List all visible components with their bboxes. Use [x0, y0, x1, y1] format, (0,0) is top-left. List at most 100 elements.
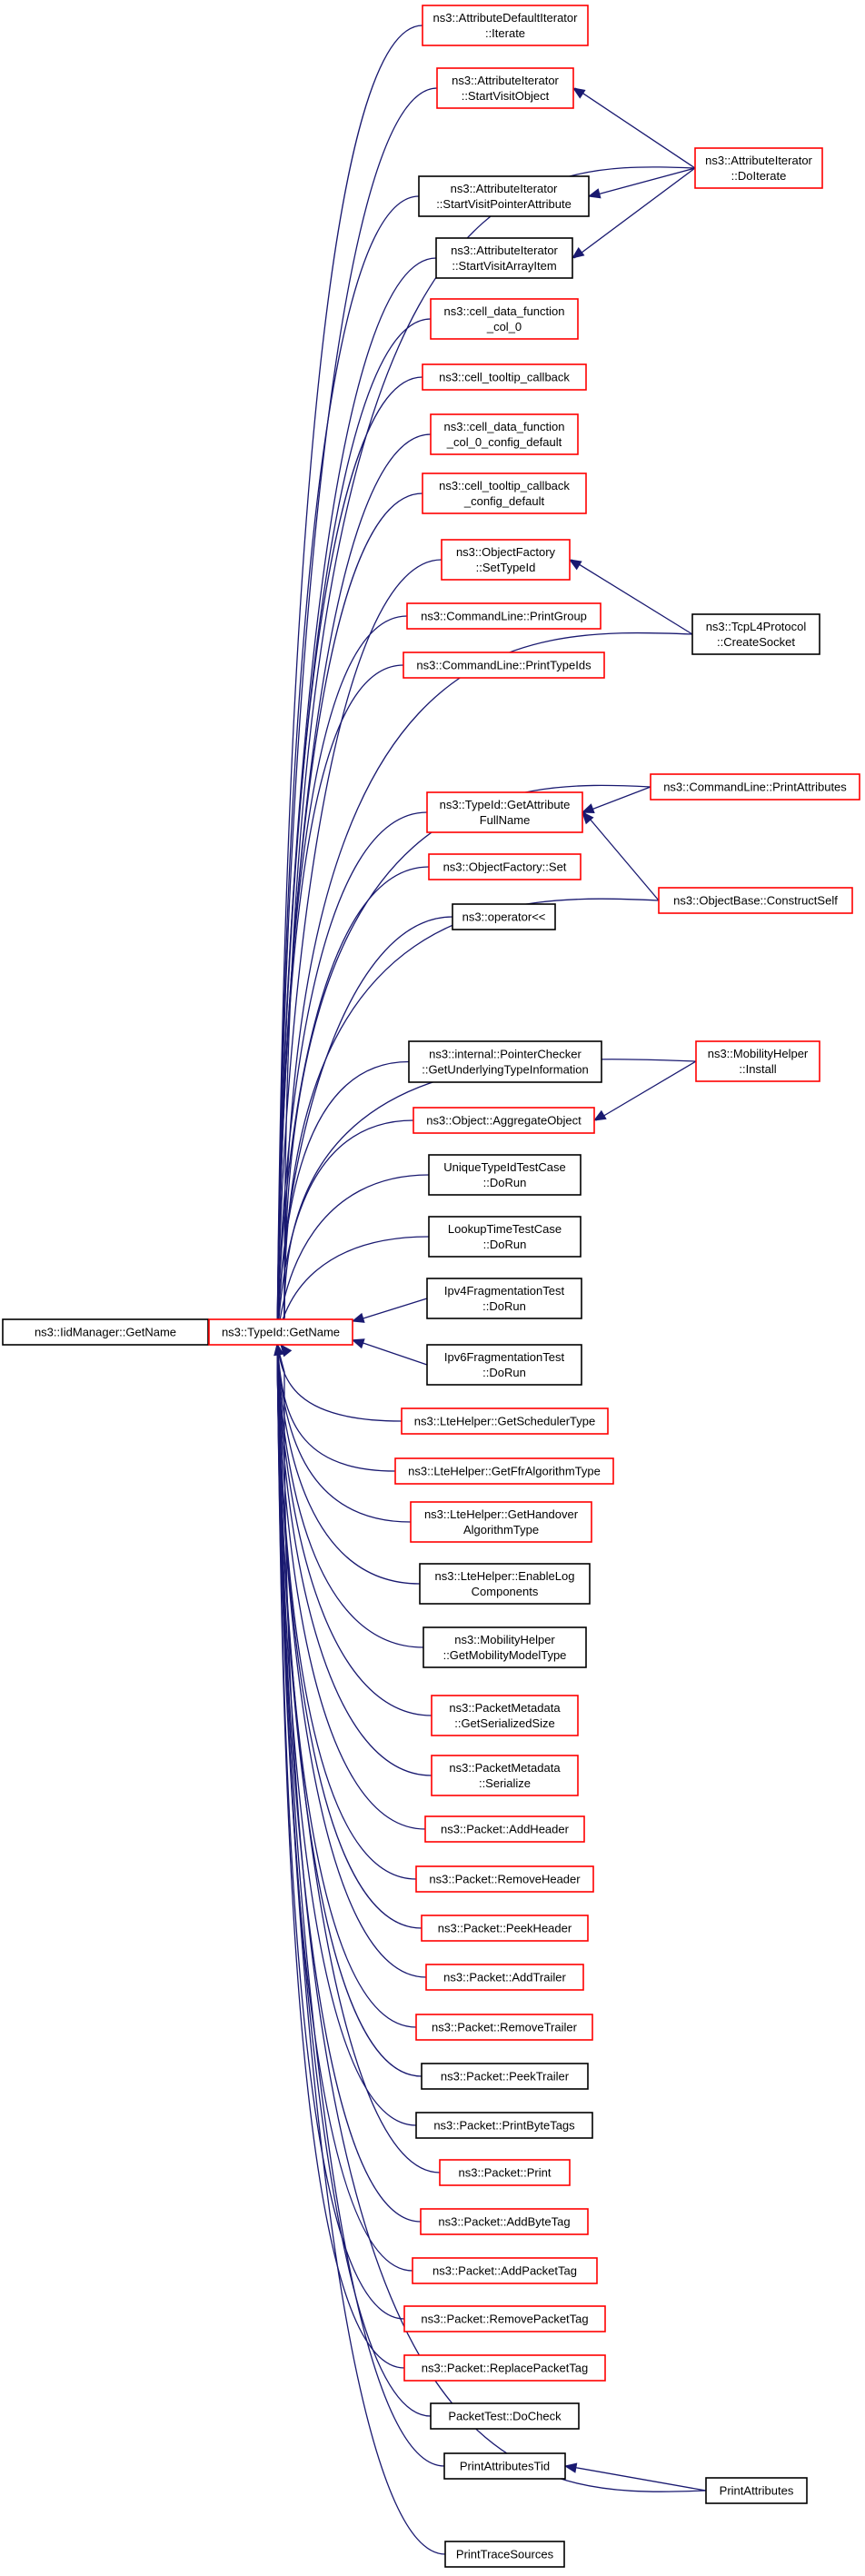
node-label: UniqueTypeIdTestCase [443, 1160, 565, 1174]
node-ipv4frag[interactable]: Ipv4FragmentationTest::DoRun [426, 1278, 582, 1319]
edge-ai-doiterate-to-ai-startvisitarray-head [571, 246, 585, 259]
node-objfactory-set[interactable]: ns3::ObjectFactory::Set [428, 853, 582, 880]
node-label: ::DoRun [482, 1366, 526, 1379]
node-pkt-removetrailer[interactable]: ns3::Packet::RemoveTrailer [415, 2014, 593, 2041]
node-label: ns3::ObjectFactory::Set [443, 860, 567, 874]
node-pointerchecker[interactable]: ns3::internal::PointerChecker::GetUnderl… [408, 1040, 602, 1083]
node-packettest-docheck[interactable]: PacketTest::DoCheck [430, 2402, 580, 2430]
node-ai-startvisitpointer[interactable]: ns3::AttributeIterator::StartVisitPointe… [418, 175, 590, 217]
node-lte-scheduler[interactable]: ns3::LteHelper::GetSchedulerType [401, 1407, 609, 1435]
node-pkt-replacepackettag[interactable]: ns3::Packet::ReplacePacketTag [403, 2354, 606, 2382]
node-pkt-addtrailer[interactable]: ns3::Packet::AddTrailer [425, 1964, 584, 1991]
node-typeid-getname[interactable]: ns3::TypeId::GetName [208, 1318, 353, 1346]
edge-pkt-replacepackettag-to-typeid-getname [276, 1344, 405, 2369]
node-pkt-addheader[interactable]: ns3::Packet::AddHeader [424, 1815, 585, 1843]
node-box [423, 1626, 587, 1668]
node-box [415, 2112, 593, 2139]
node-label: ns3::Packet::ReplacePacketTag [422, 2362, 589, 2375]
node-pkt-removeheader[interactable]: ns3::Packet::RemoveHeader [415, 1865, 594, 1893]
node-cell-data-col0-cfg[interactable]: ns3::cell_data_function_col_0_config_def… [430, 413, 579, 455]
node-pm-serializedsize[interactable]: ns3::PacketMetadata::GetSerializedSize [431, 1695, 579, 1736]
node-objectbase-constructself[interactable]: ns3::ObjectBase::ConstructSelf [658, 887, 853, 914]
edge-objectbase-constructself-to-typeid-getattrfull [583, 811, 660, 901]
node-label: ns3::Packet::AddPacketTag [432, 2264, 577, 2278]
node-printattributes[interactable]: PrintAttributes [705, 2477, 808, 2504]
node-label: ::GetMobilityModelType [443, 1648, 567, 1662]
node-pkt-addbytetag[interactable]: ns3::Packet::AddByteTag [420, 2208, 589, 2235]
node-label: ns3::AttributeIterator [452, 74, 559, 87]
edge-ipv4frag-to-typeid-getname-head [351, 1312, 365, 1323]
edge-objectbase-constructself-to-typeid-getname [276, 898, 660, 1346]
edge-ai-doiterate-to-ai-startvisitpointer-head [587, 188, 602, 199]
node-box [431, 1695, 579, 1736]
node-ai-doiterate[interactable]: ns3::AttributeIterator::DoIterate [694, 147, 823, 189]
node-ipv6frag[interactable]: Ipv6FragmentationTest::DoRun [426, 1344, 582, 1386]
node-label: ::StartVisitArrayItem [452, 259, 556, 273]
node-box [420, 2208, 589, 2235]
node-pkt-printbytetags[interactable]: ns3::Packet::PrintByteTags [415, 2112, 593, 2139]
node-cell-tooltip[interactable]: ns3::cell_tooltip_callback [422, 363, 587, 391]
node-label: ::StartVisitObject [462, 89, 550, 103]
node-pkt-peekheader[interactable]: ns3::Packet::PeekHeader [421, 1915, 589, 1942]
node-box [452, 903, 556, 930]
node-objfactory-settypeid[interactable]: ns3::ObjectFactory::SetTypeId [441, 539, 571, 581]
node-box [408, 1040, 602, 1083]
node-box [444, 2541, 565, 2568]
node-tcpl4-createsocket[interactable]: ns3::TcpL4Protocol::CreateSocket [691, 613, 820, 655]
node-label: ns3::PacketMetadata [449, 1701, 561, 1715]
edge-fanin-head-upper [273, 1342, 284, 1357]
node-box [2, 1318, 209, 1346]
node-label: ::CreateSocket [717, 635, 795, 649]
node-mobility-model[interactable]: ns3::MobilityHelper::GetMobilityModelTyp… [423, 1626, 587, 1668]
node-pkt-addpackettag[interactable]: ns3::Packet::AddPacketTag [412, 2257, 598, 2284]
node-box [422, 472, 587, 514]
node-mobility-install[interactable]: ns3::MobilityHelper::Install [695, 1040, 820, 1082]
node-pkt-peektrailer[interactable]: ns3::Packet::PeekTrailer [421, 2063, 589, 2090]
node-box [426, 1344, 582, 1386]
node-box [424, 1815, 585, 1843]
node-label: ns3::cell_data_function [444, 420, 565, 433]
call-graph-edges [206, 25, 707, 2555]
node-label: _col_0_config_default [446, 435, 562, 449]
node-box [428, 1216, 582, 1258]
edge-ai-doiterate-to-ai-startvisitobject [574, 87, 696, 169]
node-box [430, 2402, 580, 2430]
node-cmd-printattributes[interactable]: ns3::CommandLine::PrintAttributes [650, 773, 860, 801]
node-cmd-printgroup[interactable]: ns3::CommandLine::PrintGroup [406, 602, 602, 630]
node-uniquetypeid[interactable]: UniqueTypeIdTestCase::DoRun [428, 1154, 582, 1196]
node-box [436, 67, 574, 109]
node-pkt-removepackettag[interactable]: ns3::Packet::RemovePacketTag [403, 2305, 606, 2332]
node-label: ::Install [739, 1062, 776, 1076]
node-ai-startvisitobject[interactable]: ns3::AttributeIterator::StartVisitObject [436, 67, 574, 109]
node-label: ns3::AttributeDefaultIterator [433, 11, 579, 25]
node-cmd-printtypeids[interactable]: ns3::CommandLine::PrintTypeIds [403, 651, 605, 679]
edge-mobility-install-to-typeid-getname [276, 1059, 697, 1346]
node-operator-ll[interactable]: ns3::operator<< [452, 903, 556, 930]
edge-pm-serialize-to-typeid-getname [276, 1344, 432, 1776]
edge-objectbase-constructself-to-typeid-getattrfull-head [582, 811, 594, 825]
node-box [426, 791, 583, 833]
node-lte-ffr[interactable]: ns3::LteHelper::GetFfrAlgorithmType [394, 1457, 614, 1485]
node-pkt-print[interactable]: ns3::Packet::Print [439, 2159, 571, 2186]
node-lookuptime[interactable]: LookupTimeTestCase::DoRun [428, 1216, 582, 1258]
node-box [412, 2257, 598, 2284]
node-object-aggregate[interactable]: ns3::Object::AggregateObject [413, 1107, 595, 1134]
node-pm-serialize[interactable]: ns3::PacketMetadata::Serialize [431, 1755, 579, 1796]
edge-cmd-printattributes-to-typeid-getattrfull [583, 786, 651, 813]
node-label: _col_0 [486, 320, 522, 333]
node-ai-startvisitarray[interactable]: ns3::AttributeIterator::StartVisitArrayI… [435, 237, 573, 279]
node-cell-data-col0[interactable]: ns3::cell_data_function_col_0 [430, 298, 579, 340]
edge-pkt-addtrailer-to-typeid-getname [276, 1344, 427, 1978]
node-printtracesources[interactable]: PrintTraceSources [444, 2541, 565, 2568]
node-root[interactable]: ns3::IidManager::GetName [2, 1318, 209, 1346]
node-label: ns3::Packet::PeekTrailer [441, 2070, 570, 2084]
node-cell-tooltip-cfg[interactable]: ns3::cell_tooltip_callback_config_defaul… [422, 472, 587, 514]
edge-objfactory-set-to-typeid-getname [276, 866, 430, 1346]
edge-printattributestid-to-typeid-getname [276, 1344, 445, 2467]
node-printattributestid[interactable]: PrintAttributesTid [443, 2452, 566, 2480]
edge-ai-doiterate-to-ai-startvisitobject-head [572, 87, 586, 99]
node-adi-iterate[interactable]: ns3::AttributeDefaultIterator::Iterate [422, 5, 589, 46]
